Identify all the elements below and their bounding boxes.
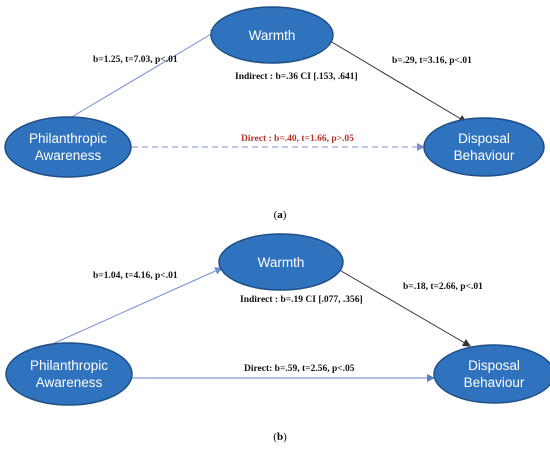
b-path-arrow-b: [335, 267, 471, 347]
panel-label-a: (a): [274, 209, 287, 221]
panel-a: Warmth Philanthropic Awareness Disposal …: [4, 6, 545, 221]
outcome-label-line1-a: Disposal: [458, 131, 510, 146]
mediator-node-a: [210, 6, 334, 64]
predictor-label-line1-b: Philanthropic: [30, 358, 108, 373]
b-path-label-a: b=.29, t=3.16, p<.01: [392, 56, 472, 66]
predictor-node-a: [4, 116, 132, 178]
mediator-label-a: Warmth: [249, 28, 296, 43]
a-path-label-a: b=1.25, t=7.03, p<.01: [93, 55, 178, 65]
outcome-label-line2-b: Behaviour: [464, 375, 525, 390]
indirect-label-b: Indirect : b=.19 CI [.077, .356]: [240, 295, 363, 305]
outcome-label-line2-a: Behaviour: [454, 148, 515, 163]
direct-label-a: Direct : b=.40, t=1.66, p>.05: [241, 134, 354, 144]
predictor-label-line1-a: Philanthropic: [29, 131, 107, 146]
direct-label-b: Direct: b=.59, t=2.56, p<.05: [244, 364, 355, 374]
mediator-label-b: Warmth: [258, 255, 305, 270]
a-path-arrow-b: [47, 267, 223, 347]
a-path-arrow-a: [69, 29, 219, 119]
panel-label-b: (b): [273, 431, 287, 443]
outcome-label-line1-b: Disposal: [468, 358, 520, 373]
panel-b: Warmth Philanthropic Awareness Disposal …: [5, 233, 550, 443]
predictor-node-b: [5, 342, 133, 406]
a-path-label-b: b=1.04, t=4.16, p<.01: [93, 271, 178, 281]
b-path-arrow-a: [324, 37, 467, 123]
predictor-label-line2-a: Awareness: [35, 148, 102, 163]
outcome-node-b: [433, 344, 550, 404]
outcome-node-a: [423, 117, 545, 177]
b-path-label-b: b=.18, t=2.66, p<.01: [403, 282, 483, 292]
predictor-label-line2-b: Awareness: [36, 375, 103, 390]
indirect-label-a: Indirect : b=.36 CI [.153, .641]: [235, 72, 358, 82]
mediator-node-b: [218, 233, 344, 291]
